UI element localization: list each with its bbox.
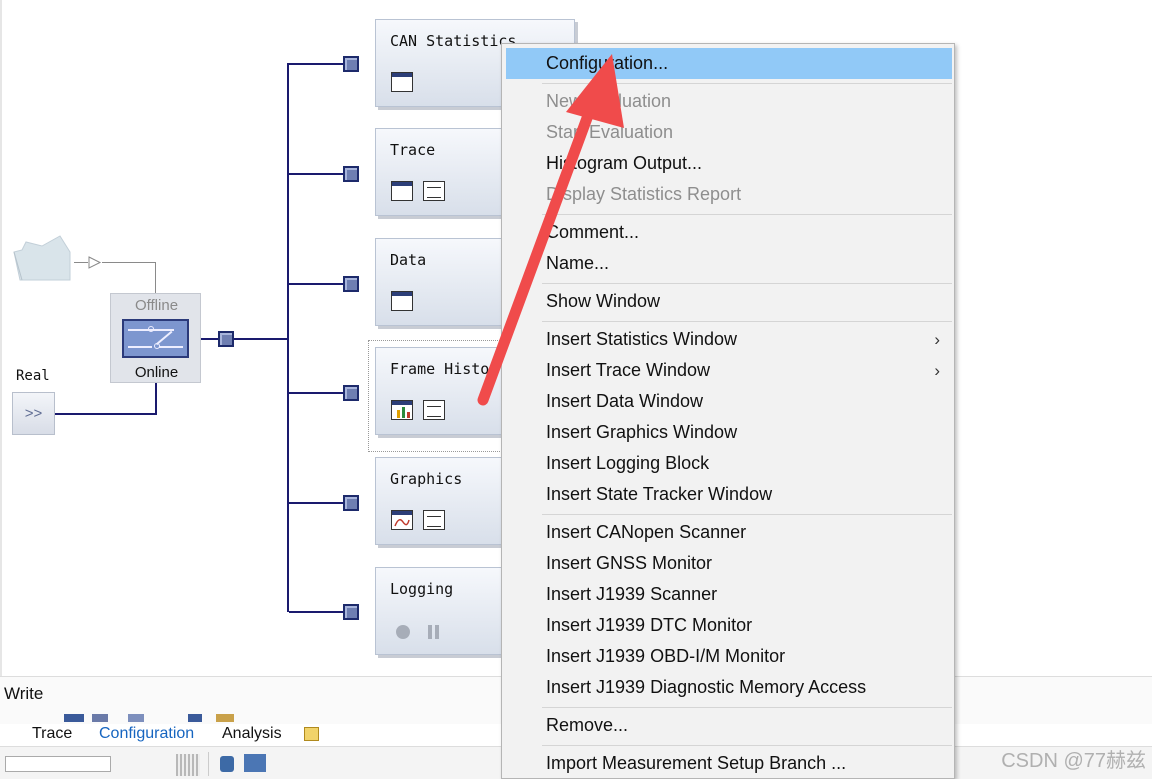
switch-wire xyxy=(201,338,219,340)
notes-icon xyxy=(423,181,445,201)
menu-item-insert-graphics-window[interactable]: Insert Graphics Window xyxy=(546,422,738,442)
tab-trace[interactable]: Trace xyxy=(32,725,73,742)
block-port[interactable] xyxy=(343,495,359,511)
switch-icon xyxy=(122,319,189,358)
real-wire-up xyxy=(155,383,157,415)
graphics-icon xyxy=(391,510,413,530)
block-port[interactable] xyxy=(343,56,359,72)
data-window-icon xyxy=(391,291,413,311)
database-icon[interactable] xyxy=(220,756,234,772)
notes-icon xyxy=(423,510,445,530)
statistics-table-icon xyxy=(391,72,413,92)
menu-item-show-window[interactable]: Show Window xyxy=(546,291,661,311)
menu-item-insert-trace-window[interactable]: Insert Trace Window › xyxy=(506,355,952,386)
block-title: Graphics xyxy=(390,470,463,488)
menu-item-configuration[interactable]: Configuration... xyxy=(506,48,952,79)
menu-separator xyxy=(542,214,952,215)
menu-separator xyxy=(542,321,952,322)
block-title: Trace xyxy=(390,141,436,159)
capl-icon[interactable] xyxy=(176,754,200,776)
block-title: Logging xyxy=(390,580,454,598)
branch-wire xyxy=(289,283,345,285)
tab-configuration[interactable]: Configuration xyxy=(99,725,195,742)
menu-item-start-evaluation[interactable]: Start Evaluation xyxy=(546,122,674,142)
notes-icon xyxy=(423,400,445,420)
menu-separator xyxy=(542,745,952,746)
source-arrow-icon xyxy=(88,256,102,269)
block-title: Data xyxy=(390,251,427,269)
source-wire-3 xyxy=(155,262,156,293)
menu-item-comment[interactable]: Comment... xyxy=(546,222,640,242)
menu-separator xyxy=(542,514,952,515)
block-port[interactable] xyxy=(343,166,359,182)
toolbar-icon[interactable] xyxy=(92,714,108,722)
menu-item-label: Insert Trace Window xyxy=(546,360,711,380)
menu-item-insert-j1939-obd-monitor[interactable]: Insert J1939 OBD-I/M Monitor xyxy=(546,646,786,666)
menu-item-insert-data-window[interactable]: Insert Data Window xyxy=(546,391,704,411)
block-port[interactable] xyxy=(343,604,359,620)
context-menu: Configuration... New Evaluation Start Ev… xyxy=(501,43,955,779)
folder-icon xyxy=(13,235,71,281)
trace-window-icon xyxy=(391,181,413,201)
online-label: Online xyxy=(134,364,179,381)
real-block-button[interactable]: >> xyxy=(12,392,55,435)
menu-item-insert-j1939-scanner[interactable]: Insert J1939 Scanner xyxy=(546,584,718,604)
pause-icon[interactable] xyxy=(428,625,432,639)
menu-separator xyxy=(542,83,952,84)
write-toolbar xyxy=(0,712,240,722)
branch-wire xyxy=(289,63,345,65)
menu-separator xyxy=(542,707,952,708)
tab-analysis[interactable]: Analysis xyxy=(222,725,282,742)
block-title: CAN Statistics xyxy=(390,32,517,50)
bus-trunk xyxy=(287,63,289,612)
menu-item-insert-canopen-scanner[interactable]: Insert CANopen Scanner xyxy=(546,522,747,542)
branch-wire xyxy=(289,502,345,504)
menu-item-label: Insert Statistics Window xyxy=(546,329,738,349)
toolbar-icon[interactable] xyxy=(128,714,144,722)
menu-item-insert-logging-block[interactable]: Insert Logging Block xyxy=(546,453,710,473)
online-offline-switch[interactable]: Offline Online xyxy=(110,293,201,383)
toolbar-icon[interactable] xyxy=(64,714,84,722)
menu-item-new-evaluation[interactable]: New Evaluation xyxy=(546,91,672,111)
branch-wire xyxy=(289,173,345,175)
menu-item-remove[interactable]: Remove... xyxy=(546,715,629,735)
submenu-arrow-icon: › xyxy=(934,330,940,349)
menu-separator xyxy=(542,283,952,284)
branch-wire xyxy=(289,611,345,613)
menu-item-display-statistics-report[interactable]: Display Statistics Report xyxy=(546,184,742,204)
submenu-arrow-icon: › xyxy=(934,361,940,380)
real-label: Real xyxy=(16,368,50,384)
real-wire xyxy=(55,413,157,415)
menu-item-insert-j1939-diagnostic-memory-access[interactable]: Insert J1939 Diagnostic Memory Access xyxy=(546,677,867,697)
branch-wire xyxy=(289,392,345,394)
menu-item-insert-j1939-dtc-monitor[interactable]: Insert J1939 DTC Monitor xyxy=(546,615,753,635)
block-port[interactable] xyxy=(343,276,359,292)
source-wire xyxy=(74,262,88,263)
write-panel-title: Write xyxy=(4,684,44,703)
toolbar-icon[interactable] xyxy=(188,714,202,722)
record-icon[interactable] xyxy=(396,625,410,639)
panel-tabs: Trace Configuration Analysis xyxy=(0,722,520,746)
canvas-left-edge xyxy=(0,0,2,676)
menu-item-insert-gnss-monitor[interactable]: Insert GNSS Monitor xyxy=(546,553,713,573)
switch-port[interactable] xyxy=(218,331,234,347)
menu-item-name[interactable]: Name... xyxy=(546,253,610,273)
source-wire-2 xyxy=(102,262,156,263)
bus-wire xyxy=(234,338,288,340)
config-icon[interactable] xyxy=(244,754,266,772)
menu-item-histogram-output[interactable]: Histogram Output... xyxy=(546,153,703,173)
block-port[interactable] xyxy=(343,385,359,401)
menu-item-insert-statistics-window[interactable]: Insert Statistics Window › xyxy=(506,324,952,355)
menu-item-import-measurement-setup-branch[interactable]: Import Measurement Setup Branch ... xyxy=(546,753,847,773)
status-input[interactable] xyxy=(5,756,111,772)
toolbar-icon[interactable] xyxy=(216,714,234,722)
watermark: CSDN @77赫兹 xyxy=(1001,750,1146,772)
offline-label: Offline xyxy=(134,297,179,314)
menu-item-insert-state-tracker-window[interactable]: Insert State Tracker Window xyxy=(546,484,773,504)
histogram-icon xyxy=(391,400,413,420)
new-tab-icon[interactable] xyxy=(304,727,319,741)
